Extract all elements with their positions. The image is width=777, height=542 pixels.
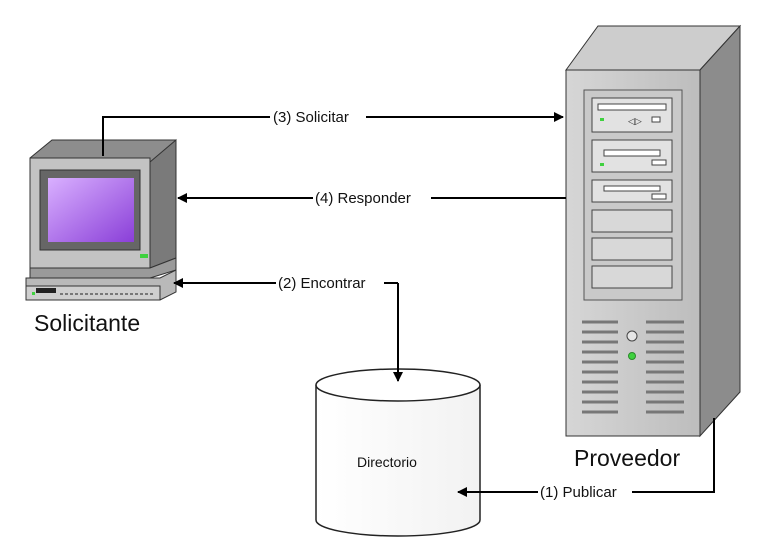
find-label: (2) Encontrar (278, 275, 366, 292)
requester-label: Solicitante (34, 310, 140, 336)
publish-label: (1) Publicar (540, 484, 617, 501)
request-arrow (102, 112, 564, 156)
request-label: (3) Solicitar (273, 109, 349, 126)
edge-publish: (1) Publicar (457, 418, 715, 501)
computer-icon (25, 138, 177, 301)
server-icon: ◁▷ (565, 24, 742, 438)
provider-label: Proveedor (574, 445, 680, 471)
svg-text:◁▷: ◁▷ (628, 116, 642, 126)
edge-respond: (4) Responder (177, 189, 566, 207)
edge-find: (2) Encontrar (173, 274, 403, 382)
directory: Directorio (315, 368, 481, 537)
directory-label: Directorio (357, 454, 417, 470)
edge-request: (3) Solicitar (102, 108, 564, 156)
provider-server: ◁▷ (565, 24, 742, 471)
requester-computer: Solicitante (25, 138, 177, 336)
respond-label: (4) Responder (315, 190, 411, 207)
database-icon (315, 368, 481, 537)
